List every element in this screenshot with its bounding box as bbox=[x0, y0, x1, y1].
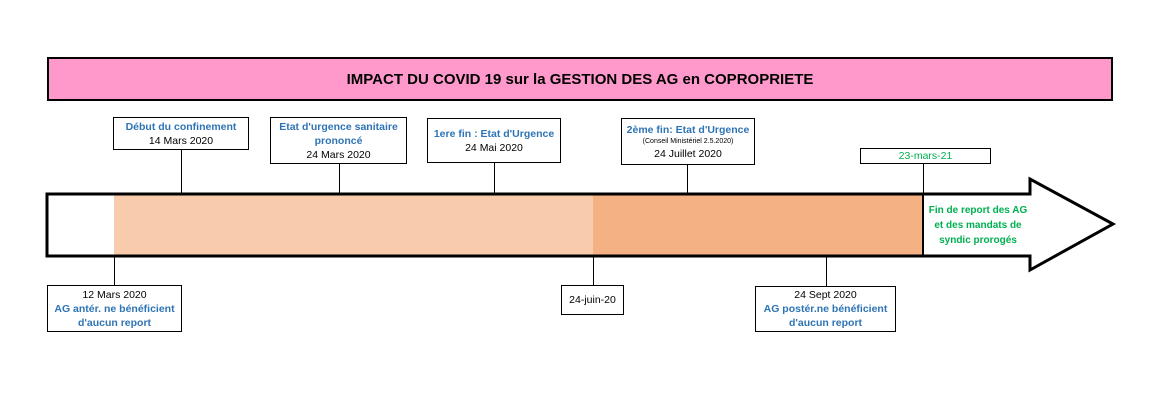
event-date: 12 Mars 2020 bbox=[82, 288, 147, 301]
event-date: 14 Mars 2020 bbox=[148, 134, 214, 147]
arrow-outline bbox=[45, 176, 1117, 273]
event-date: 24 Mai 2020 bbox=[465, 141, 523, 154]
event-date: 23-mars-21 bbox=[898, 150, 953, 162]
event-box-ag-anterieures: 12 Mars 2020 AG antér. ne bénéficient d'… bbox=[47, 285, 182, 332]
event-box-24-juin: 24-juin-20 bbox=[561, 285, 624, 315]
event-date: 24-juin-20 bbox=[569, 294, 616, 306]
event-box-fin-report: 23-mars-21 bbox=[860, 148, 991, 164]
segment-dark bbox=[593, 195, 923, 255]
end-label-line: et des mandats de bbox=[934, 220, 1022, 231]
segment-before bbox=[48, 195, 114, 255]
end-label: Fin de report des AG et des mandats de s… bbox=[924, 203, 1032, 248]
event-label: AG antér. ne bénéficient bbox=[54, 302, 175, 315]
connector-line bbox=[593, 256, 594, 285]
event-label: 1ere fin : Etat d'Urgence bbox=[433, 127, 555, 140]
connector-line bbox=[114, 256, 115, 285]
end-label-line: syndic prorogés bbox=[939, 235, 1017, 246]
segment-light bbox=[114, 195, 593, 255]
event-label: Etat d'urgence sanitaire bbox=[279, 120, 398, 133]
connector-line bbox=[339, 164, 340, 194]
event-box-1ere-fin: 1ere fin : Etat d'Urgence 24 Mai 2020 bbox=[427, 118, 561, 163]
connector-line bbox=[687, 165, 688, 194]
event-box-2eme-fin: 2ème fin: Etat d'Urgence (Conseil Minist… bbox=[621, 118, 755, 165]
event-label: prononcé bbox=[314, 134, 363, 147]
connector-line bbox=[826, 256, 827, 286]
event-box-etat-urgence: Etat d'urgence sanitaire prononcé 24 Mar… bbox=[270, 117, 407, 164]
event-label: AG postér.ne bénéficient bbox=[763, 303, 888, 315]
end-label-line: Fin de report des AG bbox=[928, 205, 1028, 216]
title-text: IMPACT DU COVID 19 sur la GESTION DES AG… bbox=[346, 70, 814, 88]
connector-line bbox=[494, 163, 495, 194]
event-label: 2ème fin: Etat d'Urgence bbox=[626, 123, 750, 136]
event-box-debut-confinement: Début du confinement 14 Mars 2020 bbox=[113, 117, 249, 150]
event-date: 24 Juillet 2020 bbox=[654, 147, 722, 160]
event-date: 24 Sept 2020 bbox=[794, 289, 857, 301]
connector-line bbox=[181, 150, 182, 194]
event-label: d'aucun report bbox=[788, 317, 863, 329]
event-note: (Conseil Ministériel 2.5.2020) bbox=[642, 137, 734, 145]
page-title: IMPACT DU COVID 19 sur la GESTION DES AG… bbox=[47, 57, 1113, 101]
connector-line bbox=[923, 164, 924, 194]
event-date: 24 Mars 2020 bbox=[306, 148, 371, 161]
event-box-ag-posterieures: 24 Sept 2020 AG postér.ne bénéficient d'… bbox=[755, 286, 896, 332]
event-label: Début du confinement bbox=[125, 120, 237, 133]
event-label: d'aucun report bbox=[77, 316, 152, 329]
